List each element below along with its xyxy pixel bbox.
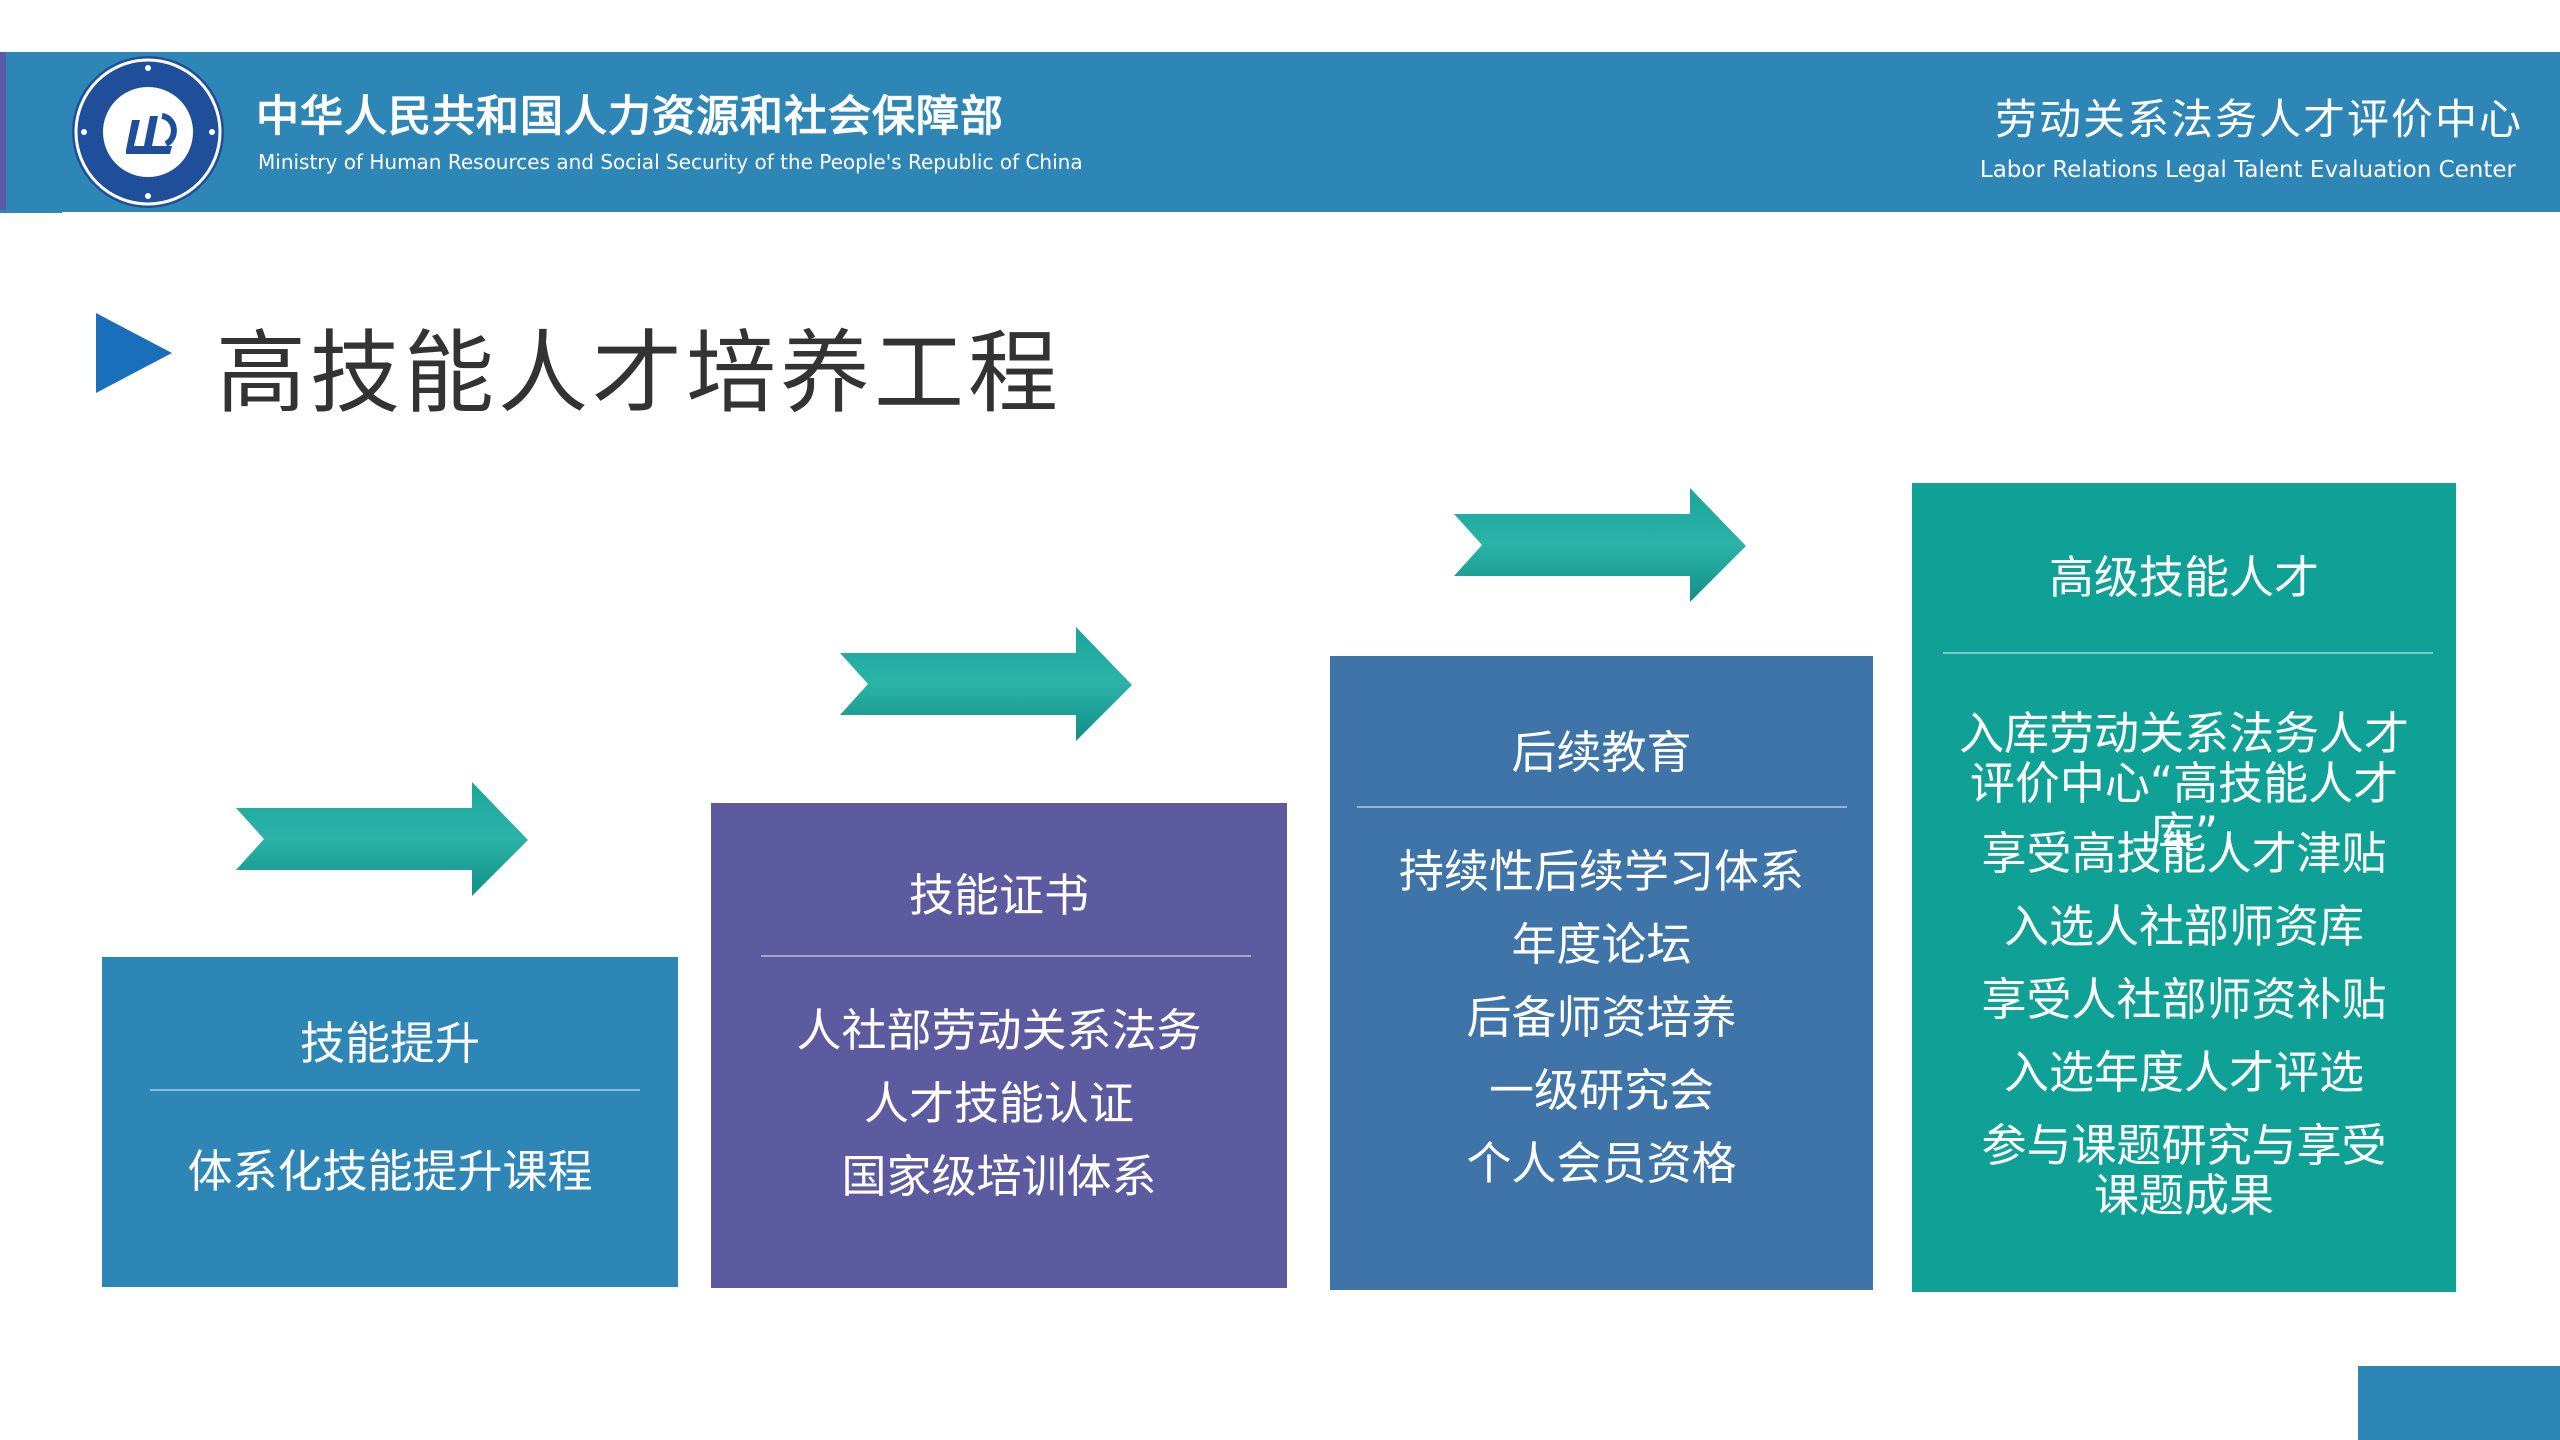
step-card-skill-upgrade: 技能提升 体系化技能提升课程 bbox=[102, 957, 678, 1287]
step-arrow-icon bbox=[236, 782, 528, 896]
step-item: 一级研究会 bbox=[1488, 1064, 1714, 1117]
step-item: 持续性后续学习体系 bbox=[1398, 845, 1804, 898]
header-underline bbox=[0, 210, 62, 213]
step-item: 享受高技能人才津贴 bbox=[1981, 827, 2387, 880]
step-item: 享受人社部师资补贴 bbox=[1981, 973, 2387, 1026]
step-item: 年度论坛 bbox=[1511, 918, 1692, 971]
center-name-en: Labor Relations Legal Talent Evaluation … bbox=[1979, 157, 2516, 183]
step-item: 入选年度人才评选 bbox=[2003, 1046, 2364, 1099]
step-item: 入库劳动关系法务人才评价中心“高技能人才库” bbox=[1958, 707, 2409, 860]
page-title: 高技能人才培养工程 bbox=[216, 321, 1062, 426]
header-accent bbox=[0, 52, 6, 212]
center-name-cn: 劳动关系法务人才评价中心 bbox=[1994, 95, 2523, 144]
ministry-seal-icon bbox=[72, 56, 224, 208]
step-divider bbox=[1943, 652, 2433, 654]
step-item: 体系化技能提升课程 bbox=[187, 1145, 593, 1198]
step-card-senior-talent: 高级技能人才 入库劳动关系法务人才评价中心“高技能人才库” 享受高技能人才津贴 … bbox=[1912, 483, 2456, 1292]
step-item: 个人会员资格 bbox=[1466, 1137, 1737, 1190]
step-item: 国家级培训体系 bbox=[841, 1150, 1157, 1203]
step-arrow-icon bbox=[1454, 488, 1746, 602]
step-divider bbox=[761, 955, 1251, 957]
step-item: 人才技能认证 bbox=[863, 1077, 1134, 1130]
step-divider bbox=[1357, 806, 1847, 808]
step-item: 参与课题研究与享受课题成果 bbox=[1981, 1119, 2387, 1222]
step-arrow-icon bbox=[840, 627, 1132, 741]
step-card-continuing-education: 后续教育 持续性后续学习体系 年度论坛 后备师资培养 一级研究会 个人会员资格 bbox=[1330, 656, 1873, 1290]
step-card-skill-certificate: 技能证书 人社部劳动关系法务 人才技能认证 国家级培训体系 bbox=[711, 803, 1287, 1288]
step-title: 后续教育 bbox=[1511, 726, 1692, 779]
step-title: 技能提升 bbox=[299, 1017, 480, 1070]
ministry-name-cn: 中华人民共和国人力资源和社会保障部 bbox=[256, 92, 1004, 142]
step-title: 技能证书 bbox=[908, 869, 1089, 922]
step-title: 高级技能人才 bbox=[2048, 551, 2319, 604]
header-bar bbox=[0, 52, 2560, 212]
title-triangle-icon bbox=[96, 313, 172, 393]
step-item: 人社部劳动关系法务 bbox=[796, 1004, 1202, 1057]
step-divider bbox=[150, 1089, 640, 1091]
ministry-name-en: Ministry of Human Resources and Social S… bbox=[258, 150, 1083, 174]
corner-tab bbox=[2358, 1366, 2560, 1440]
step-item: 后备师资培养 bbox=[1466, 991, 1737, 1044]
step-item: 入选人社部师资库 bbox=[2003, 900, 2364, 953]
